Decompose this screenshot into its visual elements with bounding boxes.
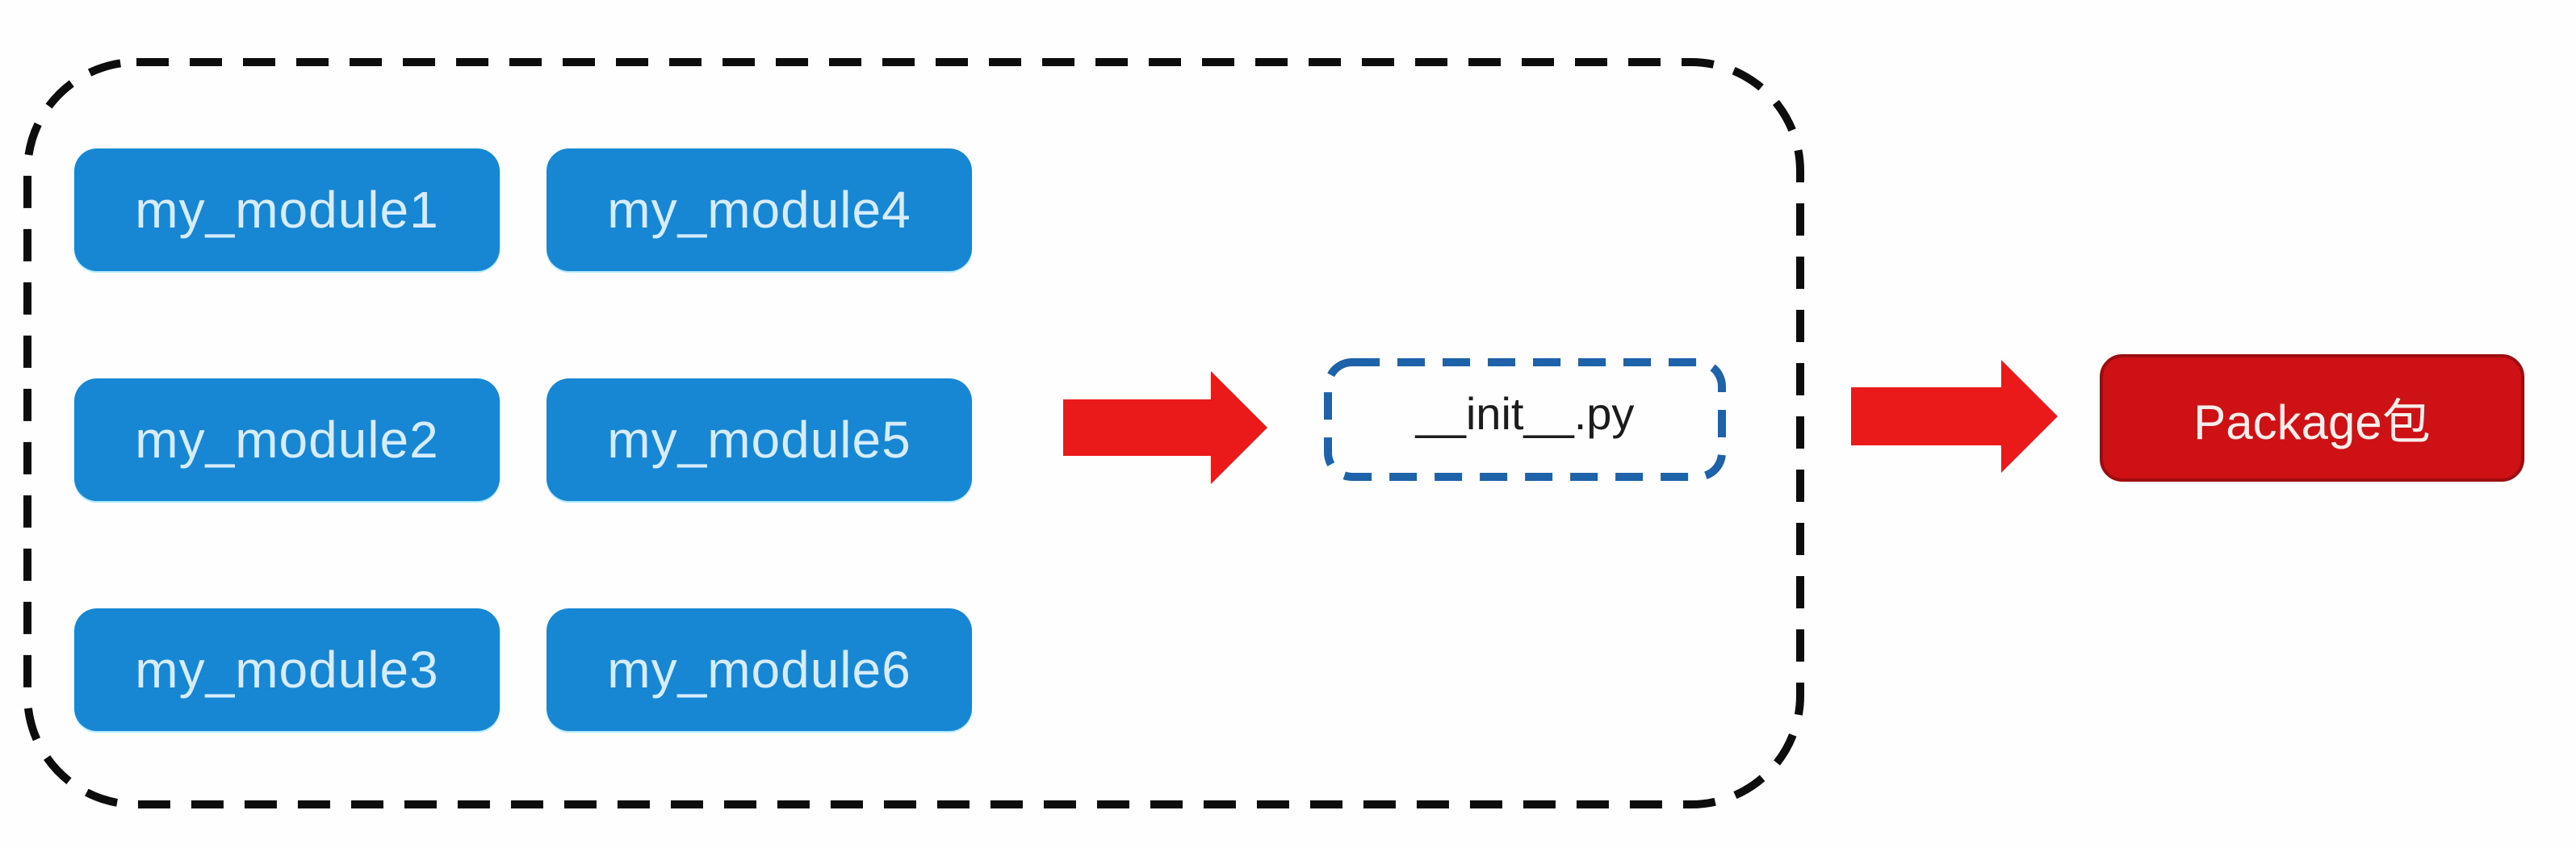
package-box: Package包 (2100, 354, 2524, 482)
module-label: my_module5 (607, 411, 911, 469)
module-label: my_module1 (135, 181, 439, 239)
module-label: my_module6 (607, 641, 911, 699)
module-box-my_module3: my_module3 (74, 608, 500, 731)
arrow-right-icon (1851, 360, 2058, 473)
modules-grid: my_module1 my_module2 my_module3 my_modu… (74, 148, 972, 731)
module-box-my_module5: my_module5 (547, 378, 972, 501)
module-label: my_module3 (135, 641, 439, 699)
init-file-box: __init__.py (1324, 358, 1726, 481)
modules-group-dashed-border (23, 58, 1804, 808)
init-file-dashed-border (1324, 358, 1726, 481)
module-box-my_module1: my_module1 (74, 148, 500, 271)
module-box-my_module6: my_module6 (547, 608, 972, 731)
init-file-label: __init__.py (1415, 387, 1635, 439)
arrow-right-icon (1063, 371, 1267, 484)
package-label: Package包 (2193, 395, 2431, 449)
module-box-my_module2: my_module2 (74, 378, 500, 501)
module-box-my_module4: my_module4 (547, 148, 972, 271)
module-label: my_module4 (607, 181, 911, 239)
module-label: my_module2 (135, 411, 439, 469)
